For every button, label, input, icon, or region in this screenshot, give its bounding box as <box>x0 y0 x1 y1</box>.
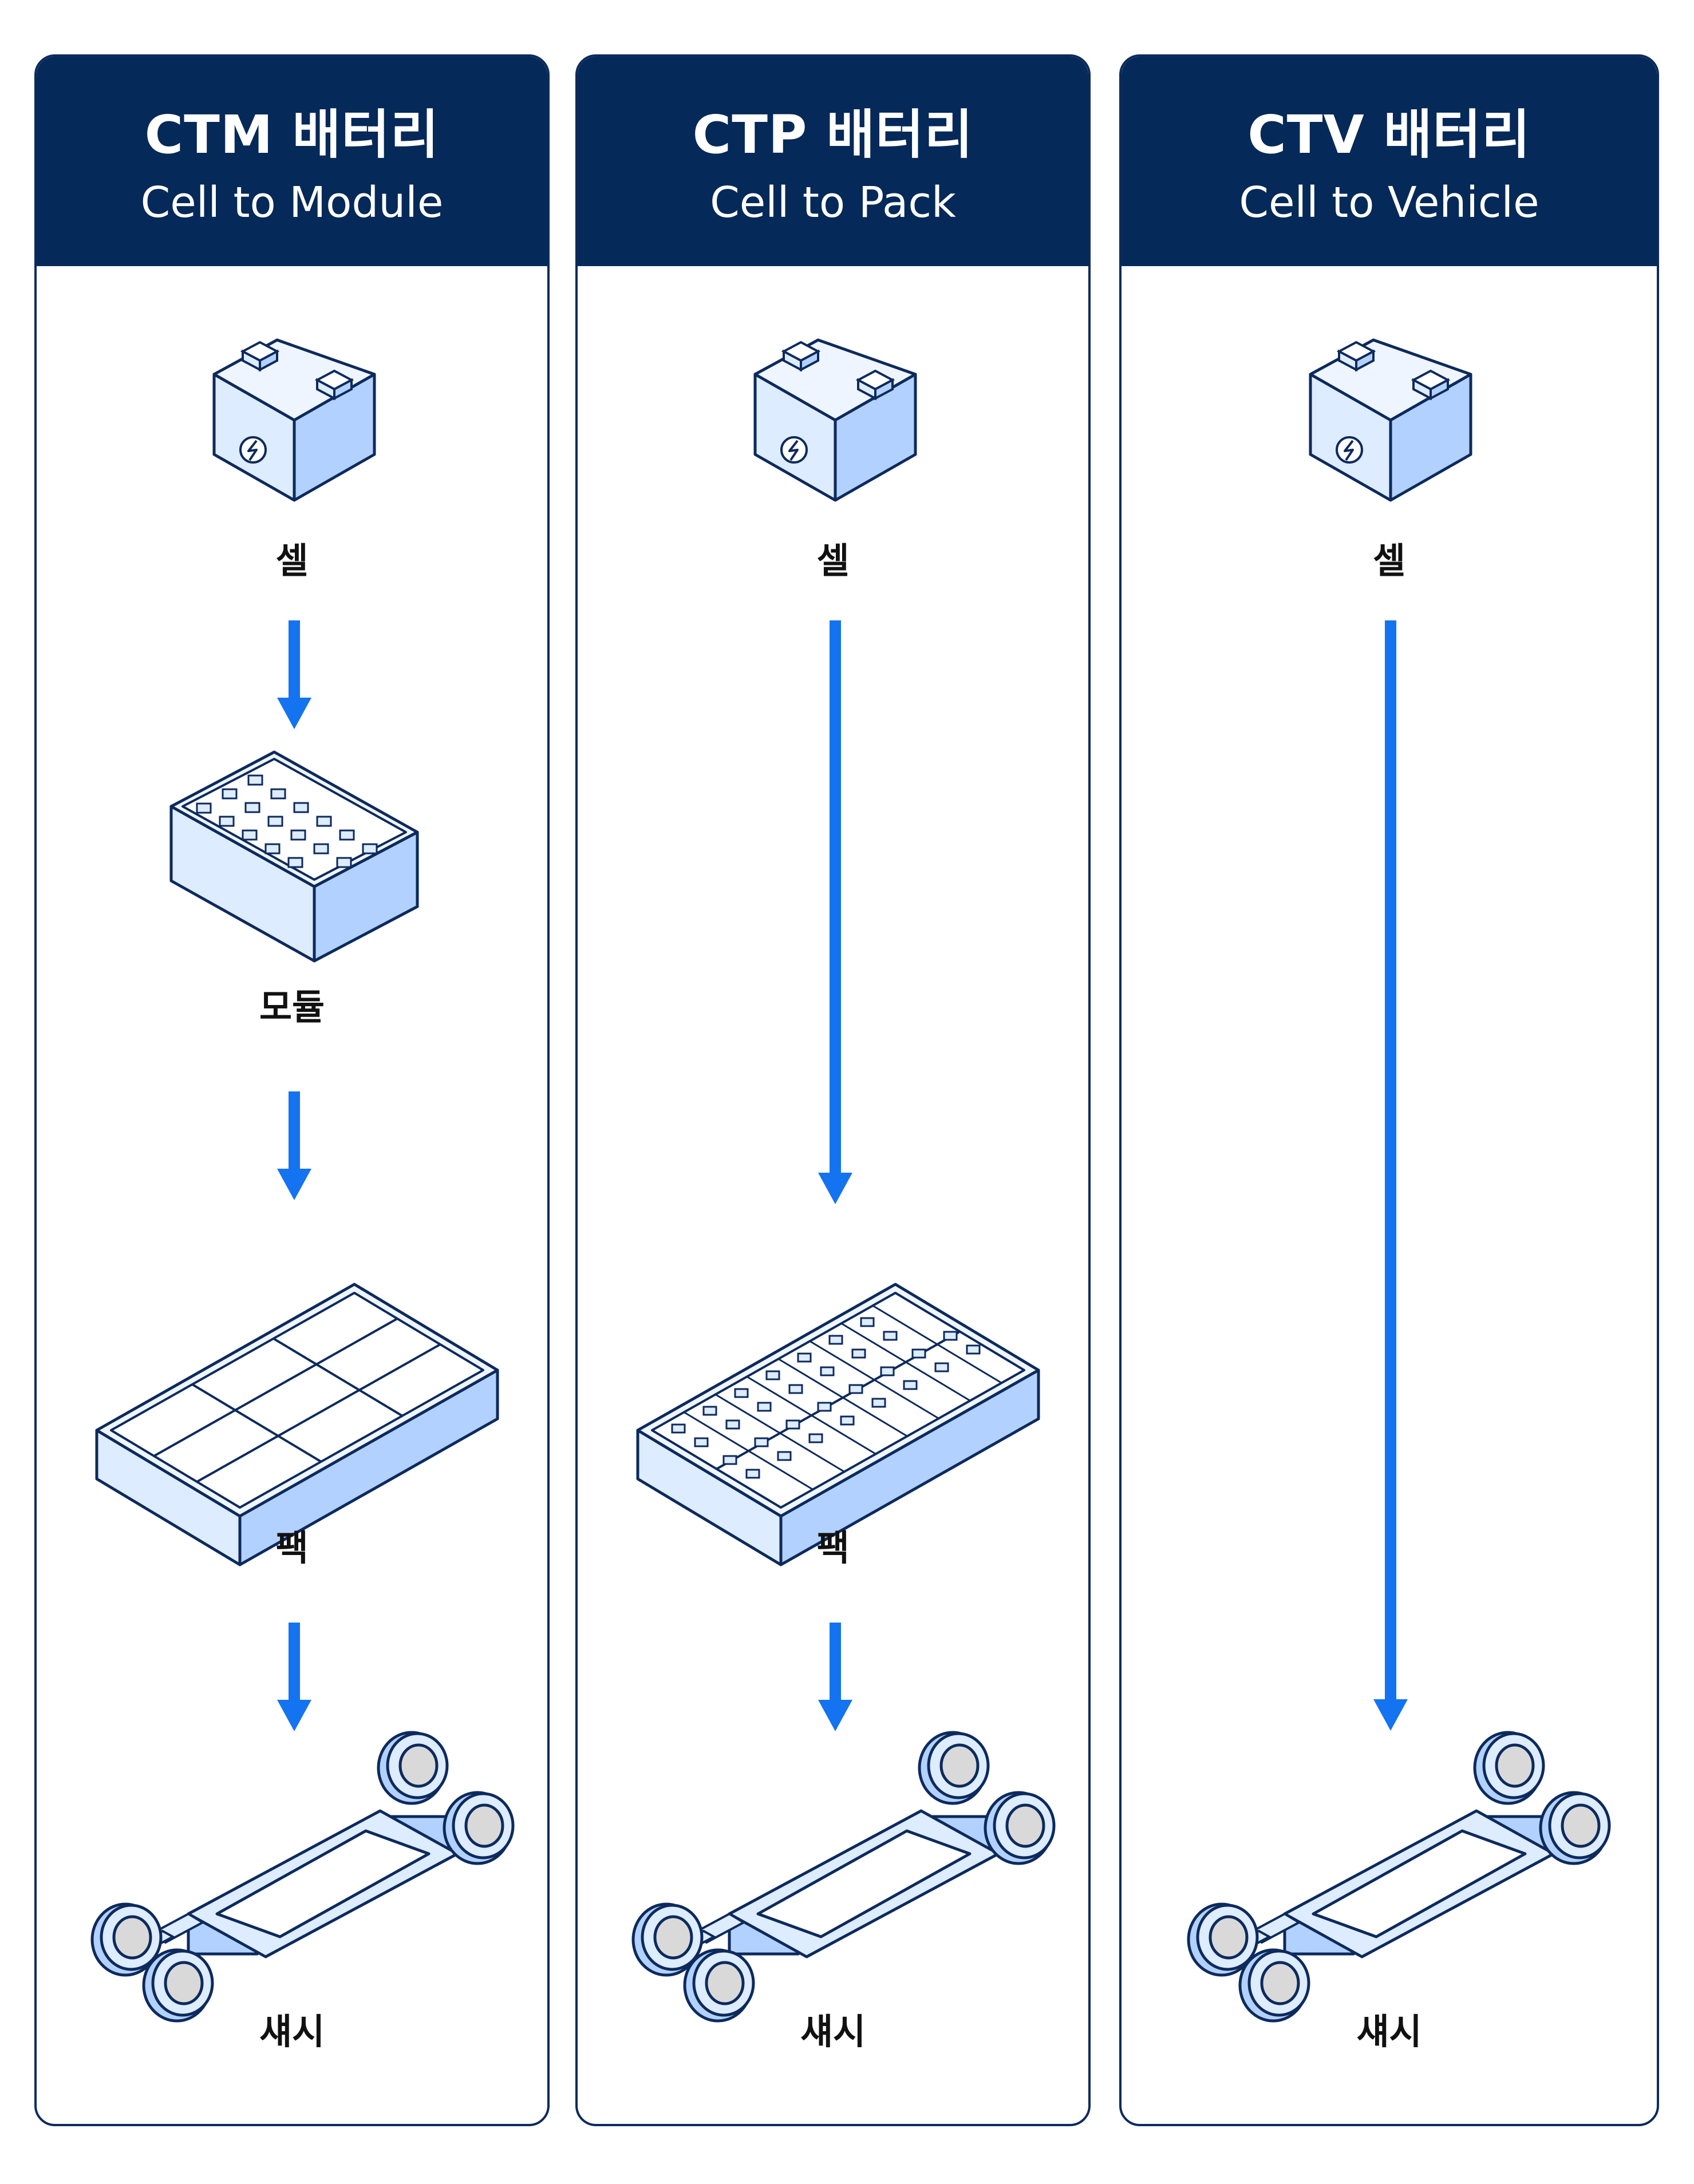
down-arrow-icon <box>818 1623 852 1731</box>
stage-label-chassis: 섀시 <box>259 2011 325 2052</box>
stage-label-cell: 셀 <box>816 540 850 581</box>
down-arrow-icon <box>277 620 311 729</box>
ctm-diagram-art <box>37 57 550 2126</box>
down-arrow-icon <box>277 1091 311 1200</box>
column-title: CTV 배터리 <box>1247 104 1531 165</box>
stage-label-pack: 팩 <box>816 1527 850 1569</box>
down-arrow-icon <box>277 1623 311 1731</box>
column-subtitle: Cell to Module <box>140 178 444 227</box>
stage-label-pack: 팩 <box>275 1527 309 1569</box>
vehicle-chassis-icon <box>1188 1732 1609 2021</box>
down-arrow-icon <box>818 620 852 1204</box>
column-header: CTM 배터리 Cell to Module <box>37 57 547 266</box>
stage-label-chassis: 섀시 <box>1356 2011 1422 2052</box>
column-ctp: CTP 배터리 Cell to Pack 셀 팩 섀시 <box>575 54 1091 2126</box>
stage-label-cell: 셀 <box>1372 540 1406 581</box>
stage-label-chassis: 섀시 <box>800 2011 866 2052</box>
column-title: CTM 배터리 <box>144 104 440 165</box>
stage-label-cell: 셀 <box>275 540 309 581</box>
column-ctv: CTV 배터리 Cell to Vehicle 셀 섀시 <box>1119 54 1659 2126</box>
down-arrow-icon <box>1373 620 1408 1731</box>
battery-module-icon <box>171 752 417 961</box>
column-subtitle: Cell to Pack <box>710 178 956 227</box>
column-subtitle: Cell to Vehicle <box>1239 178 1539 227</box>
stage-label-module: 모듈 <box>259 986 325 1028</box>
column-title: CTP 배터리 <box>692 104 974 165</box>
column-header: CTV 배터리 Cell to Vehicle <box>1122 57 1657 266</box>
vehicle-chassis-icon <box>633 1732 1054 2021</box>
ctp-diagram-art <box>578 57 1091 2126</box>
battery-cell-icon <box>214 340 374 500</box>
column-ctm: CTM 배터리 Cell to Module 셀 모듈 팩 섀시 <box>34 54 550 2126</box>
battery-cell-icon <box>1310 340 1471 500</box>
column-header: CTP 배터리 Cell to Pack <box>578 57 1088 266</box>
ctv-diagram-art <box>1122 57 1659 2126</box>
vehicle-chassis-icon <box>92 1732 513 2021</box>
battery-cell-icon <box>755 340 915 500</box>
